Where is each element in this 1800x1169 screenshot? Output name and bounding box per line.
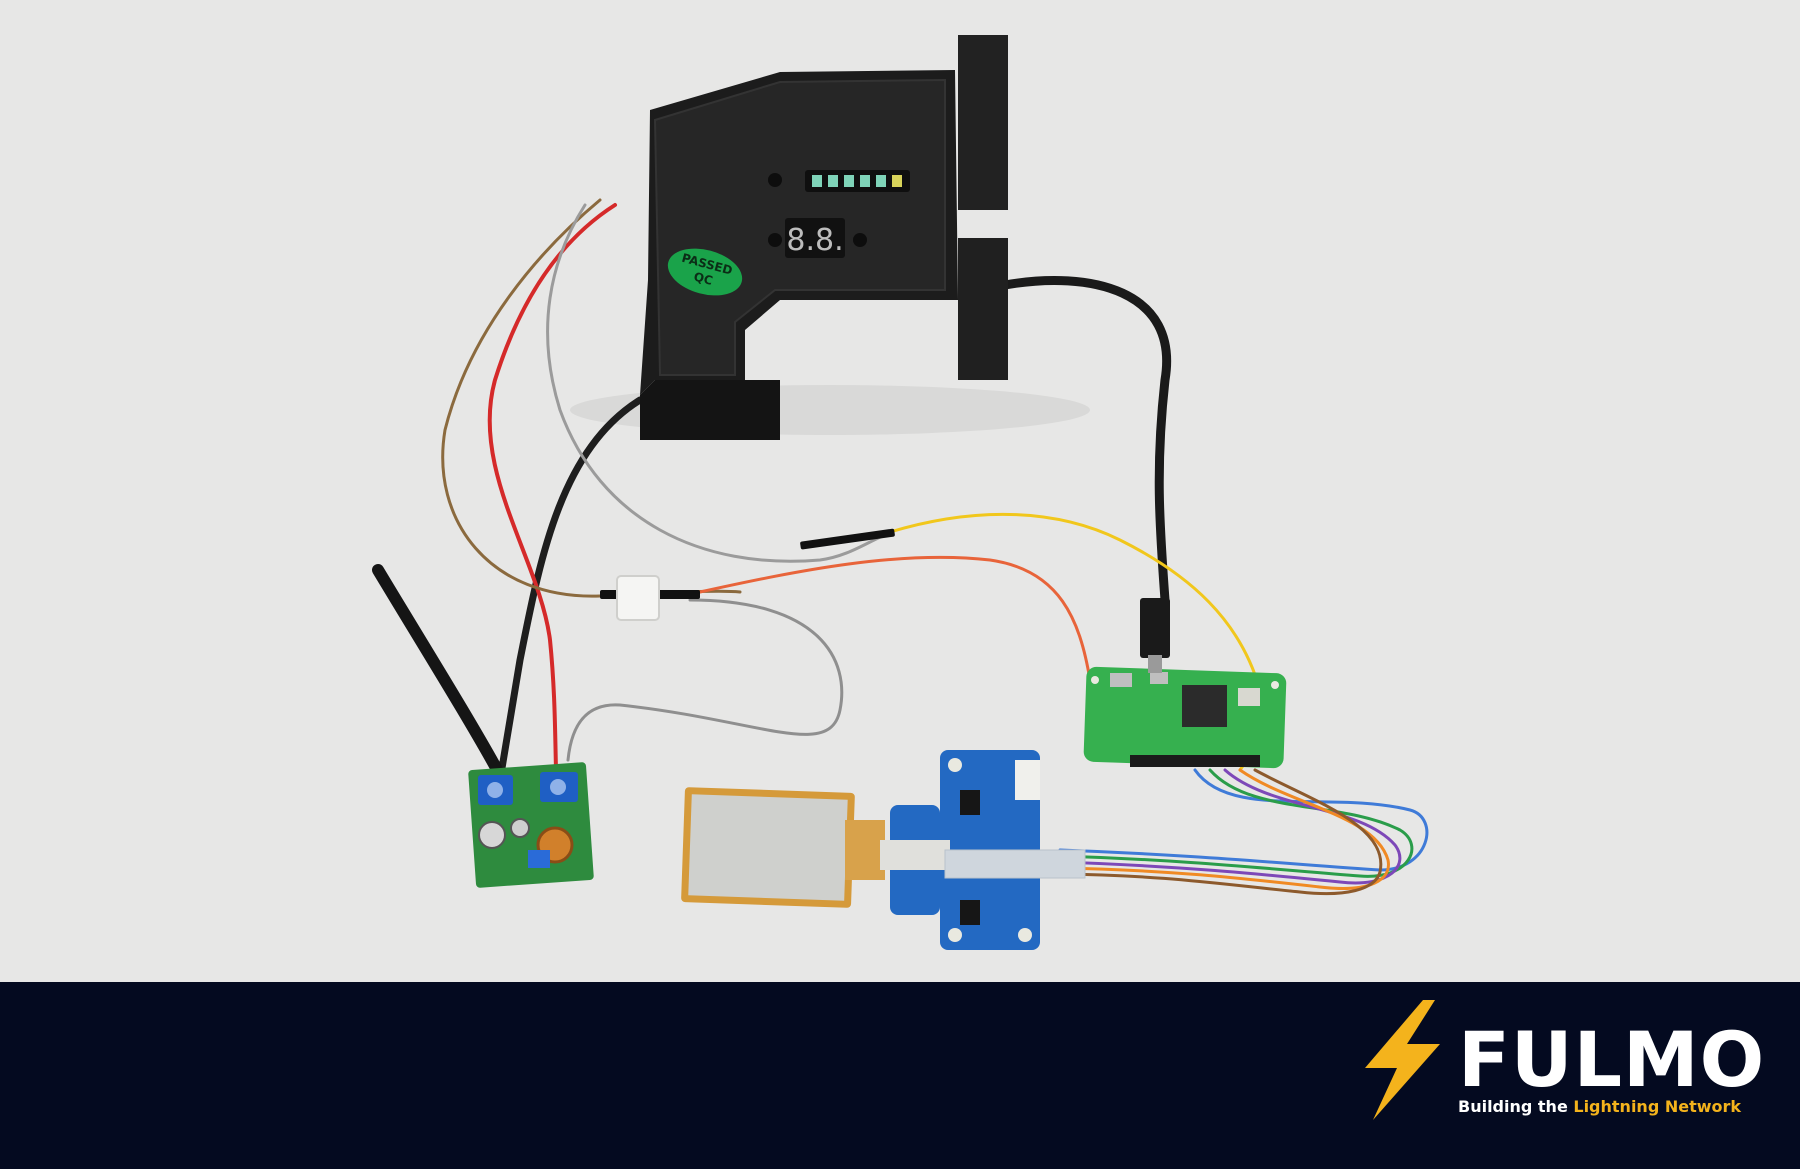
green-wire — [1058, 768, 1414, 878]
grey-cable — [546, 203, 892, 563]
brand-tagline: Building the Lightning Network — [1458, 1099, 1741, 1115]
brand-name: FULMO — [1458, 1015, 1766, 1104]
hardware-illustration: 8.8. PASSED QC — [372, 35, 1429, 950]
buck-converter-board — [468, 762, 594, 888]
segment-display-text: 8.8. — [786, 223, 843, 258]
orange-cable — [698, 555, 1142, 764]
brown-wire — [1058, 768, 1383, 896]
qc-sticker — [667, 248, 743, 296]
qc-sticker-line2: QC — [692, 270, 714, 288]
black-usb-cable — [1000, 276, 1172, 605]
coin-acceptor: 8.8. PASSED QC — [640, 35, 1008, 440]
usb-plug — [1140, 598, 1170, 658]
cables — [372, 198, 1429, 896]
display-adapter-board — [880, 750, 1086, 950]
raspberry-pi-board — [1083, 598, 1287, 769]
grey-signal-cable — [566, 598, 844, 762]
terminal-connector — [616, 575, 660, 621]
jumper-connector — [800, 528, 895, 550]
tagline-prefix: Building the — [1458, 1097, 1574, 1116]
brand-banner — [0, 982, 1800, 1169]
orange-wire — [1058, 768, 1390, 890]
black-input-cable — [372, 564, 506, 781]
purple-wire — [1058, 768, 1402, 885]
lightning-bolt-icon — [1365, 1000, 1440, 1120]
red-cable — [487, 203, 617, 772]
hardware-photo: 8.8. PASSED QC — [372, 35, 1429, 950]
tagline-accent: Lightning Network — [1573, 1097, 1742, 1116]
e-paper-display — [681, 787, 885, 908]
segment-display — [785, 218, 845, 258]
black-power-cable — [496, 396, 644, 784]
